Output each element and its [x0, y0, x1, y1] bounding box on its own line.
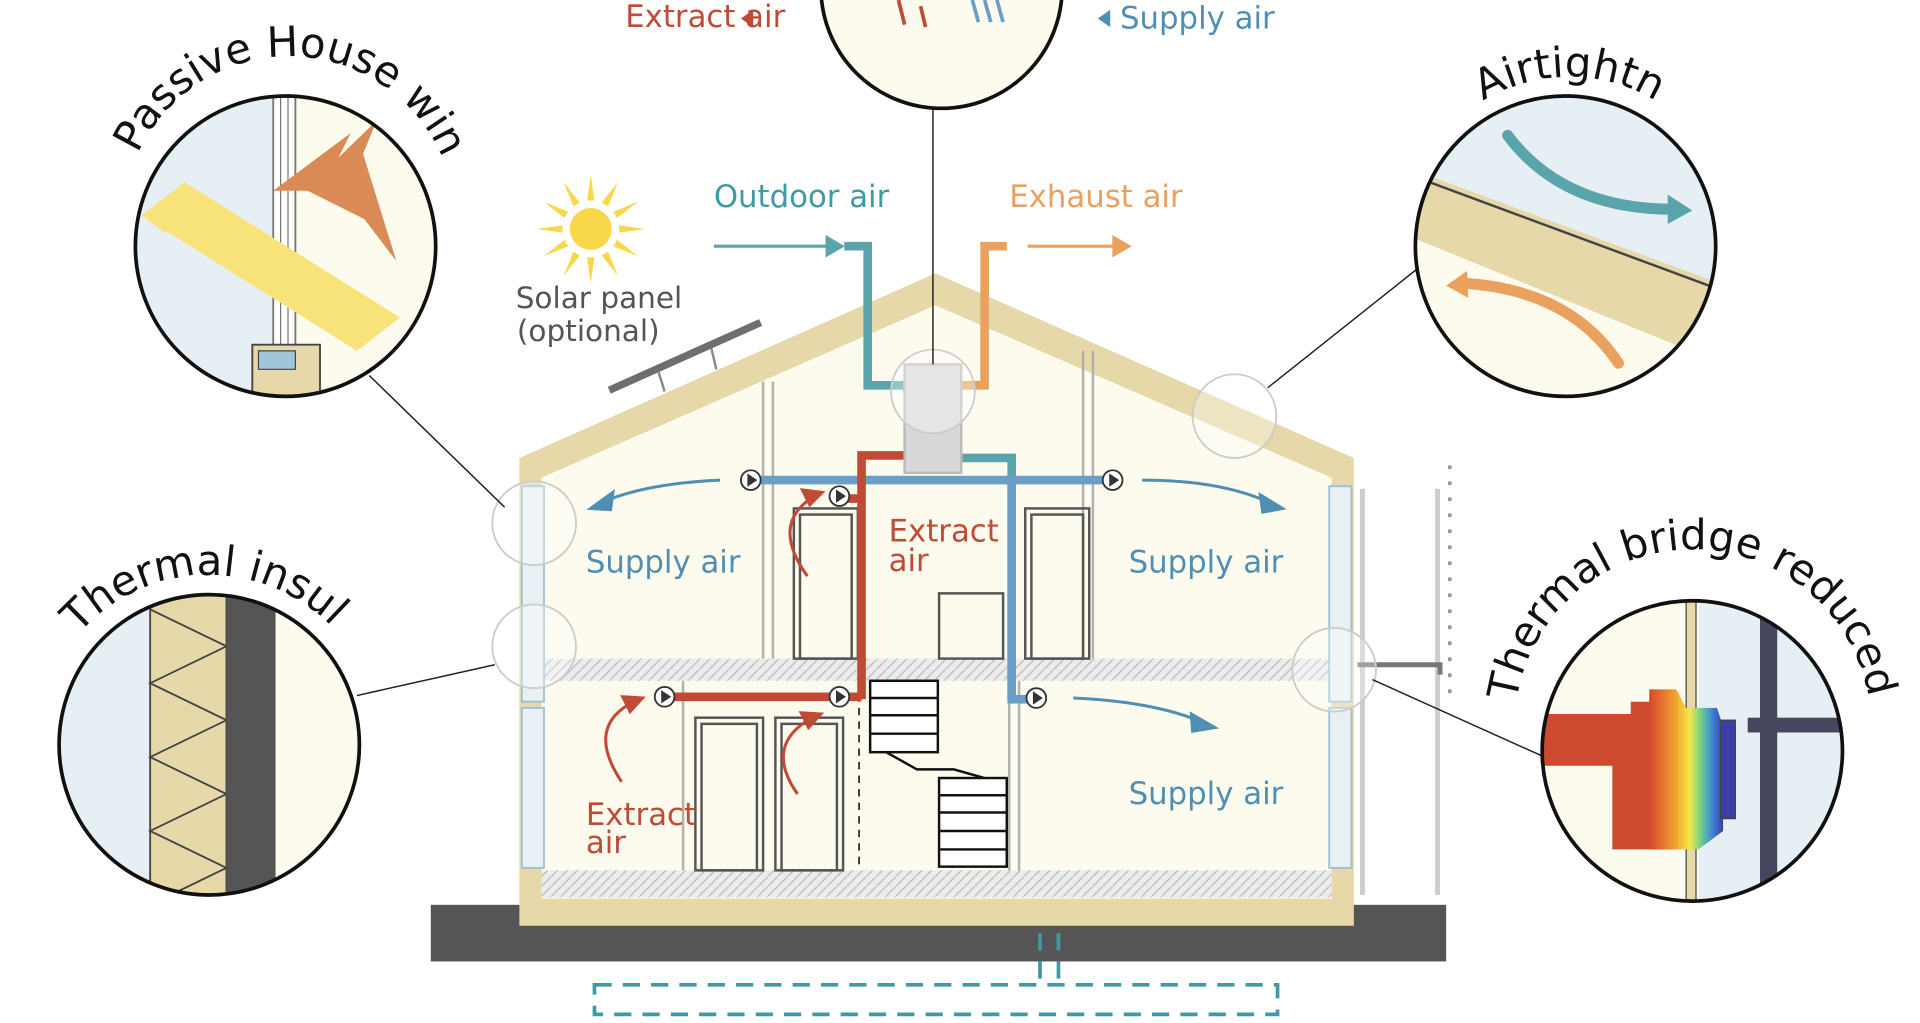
callout-airtightness	[1413, 94, 1718, 399]
callout-thermal-insulation	[57, 592, 362, 897]
facade-shading	[1357, 465, 1452, 895]
legend-triangles	[740, 9, 1111, 28]
label-exhaust-air: Exhaust air	[1009, 179, 1183, 215]
label-lower-right-supply-air: Supply air	[1129, 776, 1284, 812]
label-lower-extract-air: air	[586, 825, 626, 861]
label-solar-panel: Solar panel	[516, 281, 683, 315]
legend-extract-air: Extract air	[625, 0, 785, 35]
house-envelope	[519, 273, 1354, 926]
label-solar-panel-optional: (optional)	[517, 314, 660, 348]
detail-markers	[491, 373, 1377, 713]
sun-icon	[536, 174, 645, 284]
callout-passive-windows	[133, 94, 438, 399]
callout-ventilation-unit	[819, 0, 1064, 111]
label-upper-right-supply-air: Supply air	[1129, 544, 1284, 580]
legend-supply-air: Supply air	[1120, 0, 1275, 36]
solar-panel	[607, 319, 763, 394]
arrow-icon	[586, 234, 1287, 795]
label-upper-extract: Extract	[889, 514, 999, 550]
callout-thermal-bridge	[1540, 598, 1845, 903]
label-upper-extract-air: air	[889, 543, 929, 579]
staircase	[868, 679, 1009, 868]
label-lower-extract: Extract	[586, 797, 696, 833]
heat-recovery-unit	[890, 348, 976, 474]
fan-icon	[653, 469, 1124, 709]
label-outdoor-air: Outdoor air	[714, 179, 890, 215]
leader-lines	[356, 105, 1545, 758]
label-upper-left-supply-air: Supply air	[586, 544, 741, 580]
ground-heat-exchanger	[592, 876, 1280, 1017]
